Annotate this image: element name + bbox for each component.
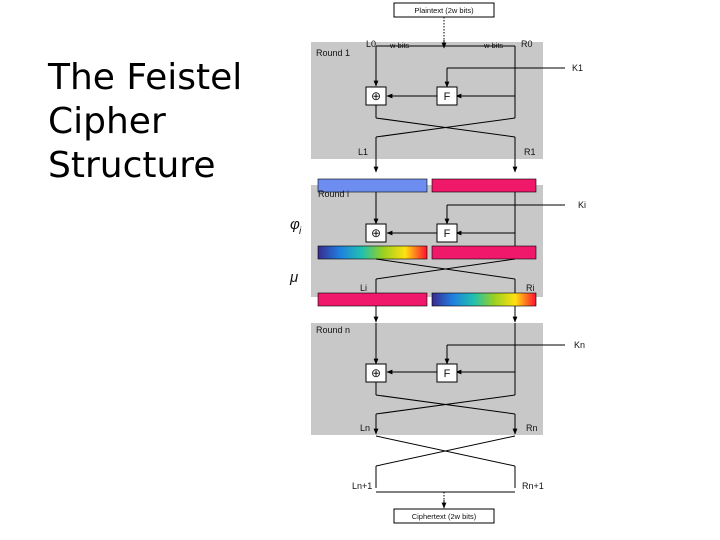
round-1-label: Round 1 — [316, 48, 350, 58]
phi-symbol: φ — [290, 216, 300, 233]
r0-label: R0 — [521, 39, 533, 49]
slide-title-line-1: The Feistel — [48, 57, 243, 98]
li-label: Li — [360, 283, 367, 293]
slide-title-line-2: Cipher — [48, 101, 166, 142]
round-i-f-label: F — [444, 228, 451, 240]
ln1-label: Ln+1 — [352, 481, 372, 491]
round-n-panel — [311, 323, 543, 435]
slide-title-line-3: Structure — [48, 145, 216, 186]
final-cross-b — [375, 435, 516, 467]
k1-label: K1 — [572, 63, 583, 73]
round-n-cross-b — [375, 394, 516, 415]
blue-bar — [317, 178, 428, 193]
ki-label: Ki — [578, 200, 586, 210]
round-1-xor-symbol: ⊕ — [371, 89, 381, 103]
round-n-f-box — [436, 363, 458, 383]
rainbow-bar-mid — [317, 245, 428, 260]
slide-title: The Feistel Cipher Structure — [48, 56, 288, 188]
phi-subscript: i — [299, 226, 302, 237]
round-n-xor-symbol: ⊕ — [371, 366, 381, 380]
round-i-xor-symbol: ⊕ — [371, 226, 381, 240]
mu-symbol: μ — [289, 269, 298, 286]
round-n-label: Round n — [316, 325, 350, 335]
round-1-f-label: F — [444, 91, 451, 103]
rn1-label: Rn+1 — [522, 481, 544, 491]
ciphertext-label: Ciphertext (2w bits) — [412, 512, 477, 521]
rn-label: Rn — [526, 423, 538, 433]
ciphertext-box — [393, 508, 495, 524]
magenta-bar-bottom — [317, 292, 428, 307]
round-1-cross-b — [375, 117, 516, 138]
round-n-f-label: F — [444, 368, 451, 380]
round-i-label: Round i — [318, 189, 349, 199]
round-i-panel — [311, 185, 543, 297]
plaintext-label: Plaintext (2w bits) — [414, 6, 474, 15]
magenta-bar-mid — [431, 245, 537, 260]
round-i-cross-b — [375, 258, 516, 280]
round-1-panel — [311, 42, 543, 159]
l0-label: L0 — [366, 39, 376, 49]
ln-label: Ln — [360, 423, 370, 433]
r1-label: R1 — [524, 147, 536, 157]
ri-label: Ri — [526, 283, 535, 293]
round-i-xor-box — [365, 223, 387, 243]
rainbow-bar-bottom — [431, 292, 537, 307]
magenta-bar-top — [431, 178, 537, 193]
l1-label: L1 — [358, 147, 368, 157]
kn-label: Kn — [574, 340, 585, 350]
